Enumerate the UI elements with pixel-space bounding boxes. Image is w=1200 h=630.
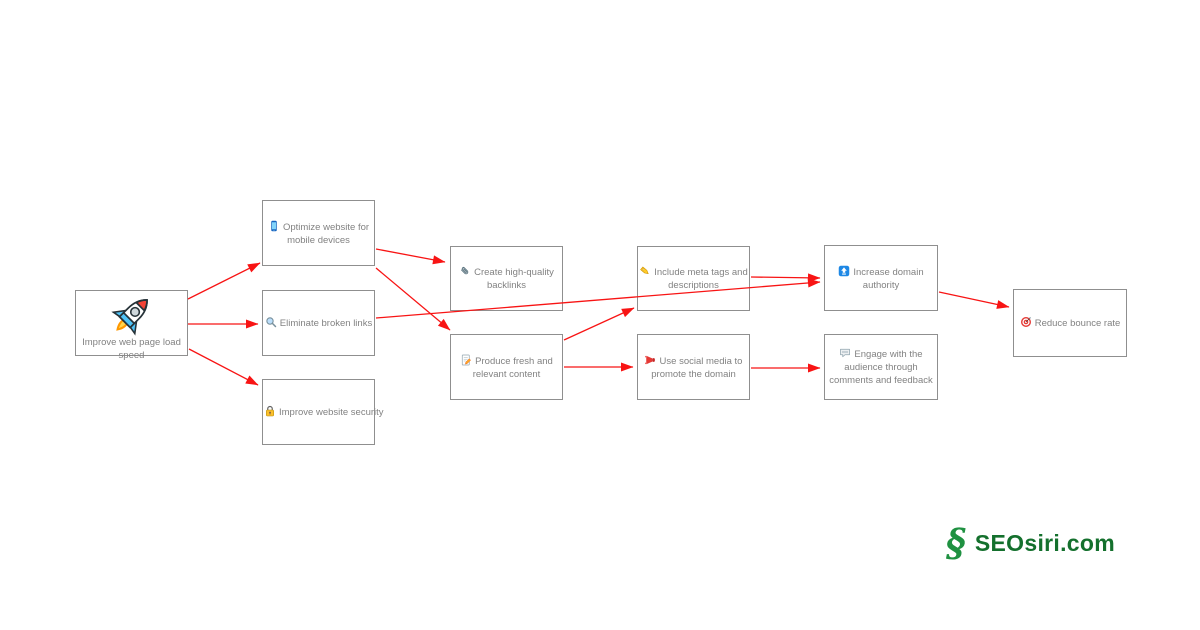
node-label: Include meta tags and descriptions [654, 267, 748, 291]
memo-icon [460, 354, 472, 366]
node-label: Engage with the audience through comment… [829, 349, 933, 386]
node-create-backlinks: Create high-quality backlinks [450, 246, 563, 311]
edge-mobile-to-backlinks [375, 248, 446, 265]
node-improve-page-load-speed: Improve web page load speed [75, 290, 188, 361]
edge-authority-to-bounce [938, 291, 1010, 309]
node-engage-audience: Engage with the audience through comment… [824, 334, 938, 400]
node-optimize-mobile: Optimize website for mobile devices [262, 200, 375, 266]
node-produce-content: Produce fresh and relevant content [450, 334, 563, 400]
node-label: Reduce bounce rate [1034, 318, 1121, 329]
rocket-icon [109, 292, 155, 338]
node-label: Increase domain authority [853, 266, 924, 291]
node-label: Use social media to promote the domain [651, 355, 743, 380]
node-reduce-bounce-rate: Reduce bounce rate [1013, 289, 1127, 357]
edge-broken-links-to-authority [375, 278, 821, 319]
node-label: Optimize website for mobile devices [282, 221, 370, 246]
node-social-media: Use social media to promote the domain [637, 334, 750, 400]
edge-load-speed-to-mobile [187, 262, 261, 300]
brand-logo: § SEOsiri.com [946, 524, 1115, 562]
paperclip-icon [459, 265, 471, 277]
target-icon [1020, 316, 1032, 328]
edge-content-to-meta-tags [563, 307, 635, 341]
brand-symbol-icon: § [946, 520, 966, 565]
magnifier-icon [265, 316, 277, 328]
node-label: Improve web page load speed [82, 337, 181, 361]
node-domain-authority: Increase domain authority [824, 245, 938, 311]
edge-meta-tags-to-authority [750, 273, 821, 283]
edge-load-speed-to-security [188, 348, 259, 386]
speech-balloon-icon [839, 347, 851, 359]
tag-icon [639, 265, 651, 277]
node-label: Create high-quality backlinks [474, 267, 554, 291]
node-label: Improve website security [279, 407, 384, 418]
node-label: Produce fresh and relevant content [472, 355, 553, 380]
lock-icon [264, 405, 276, 417]
up-arrow-icon [838, 265, 850, 277]
node-meta-tags: Include meta tags and descriptions [637, 246, 750, 311]
edge-mobile-to-content [375, 267, 451, 331]
node-eliminate-broken-links: Eliminate broken links [262, 290, 375, 356]
mobile-phone-icon [268, 220, 280, 232]
brand-name: SEOsiri.com [974, 529, 1115, 556]
node-label: Eliminate broken links [279, 318, 373, 329]
node-improve-security: Improve website security [262, 379, 384, 445]
megaphone-icon [644, 354, 657, 366]
